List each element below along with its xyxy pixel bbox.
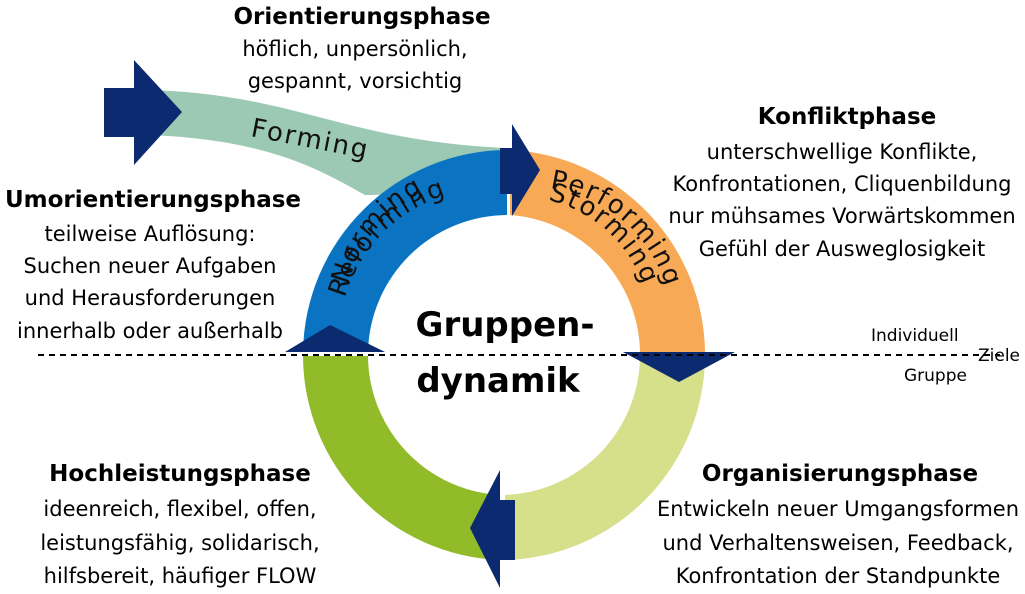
phase-hochleistung-title: Hochleistungsphase <box>49 461 311 487</box>
arrow-to-performing <box>470 470 515 588</box>
phase-orientierung-title: Orientierungsphase <box>233 4 490 30</box>
goals-individual-label: Individuell <box>871 326 959 346</box>
phase-umorientierung-line: Suchen neuer Aufgaben <box>24 254 277 278</box>
performing-segment <box>303 356 500 560</box>
phase-orientierung-line: höflich, unpersönlich, <box>242 37 467 61</box>
storming-segment <box>510 150 705 352</box>
phase-organisierung-line: und Verhaltensweisen, Feedback, <box>662 531 1013 555</box>
phase-organisierung-line: Entwickeln neuer Umgangsformen <box>657 497 1019 521</box>
phase-konflikt-line: Gefühl der Ausweglosigkeit <box>699 237 986 261</box>
phase-konflikt-line: unterschwellige Konflikte, <box>707 140 978 164</box>
phase-konflikt-line: Konfrontationen, Cliquenbildung <box>673 172 1012 196</box>
arrow-to-reforming <box>285 325 385 352</box>
goals-group-label: Gruppe <box>904 366 967 386</box>
phase-umorientierung-title: Umorientierungsphase <box>5 187 301 213</box>
center-title-line2: dynamik <box>416 361 581 401</box>
phase-orientierung-line: gespannt, vorsichtig <box>248 69 463 93</box>
phase-organisierung-title: Organisierungsphase <box>702 461 978 487</box>
phase-hochleistung-line: leistungsfähig, solidarisch, <box>40 531 319 555</box>
phase-umorientierung-line: und Herausforderungen <box>25 286 276 310</box>
phase-umorientierung-line: innerhalb oder außerhalb <box>17 319 283 343</box>
center-title-line1: Gruppen- <box>416 305 595 345</box>
phase-hochleistung-line: ideenreich, flexibel, offen, <box>43 497 316 521</box>
goals-label: Ziele <box>978 346 1020 366</box>
phase-konflikt-title: Konfliktphase <box>758 104 936 130</box>
phase-hochleistung-line: hilfsbereit, häufiger FLOW <box>44 564 317 588</box>
reforming-segment <box>303 150 507 352</box>
forming-start-arrow <box>104 60 182 165</box>
phase-organisierung-line: Konfrontation der Standpunkte <box>676 564 1001 588</box>
phase-umorientierung-line: teilweise Auflösung: <box>44 222 255 246</box>
phase-konflikt-line: nur mühsames Vorwärtskommen <box>668 204 1015 228</box>
norming-segment <box>505 356 705 560</box>
arrow-to-storming <box>500 124 540 216</box>
arrow-to-norming <box>623 352 735 382</box>
forming-band <box>150 90 505 195</box>
